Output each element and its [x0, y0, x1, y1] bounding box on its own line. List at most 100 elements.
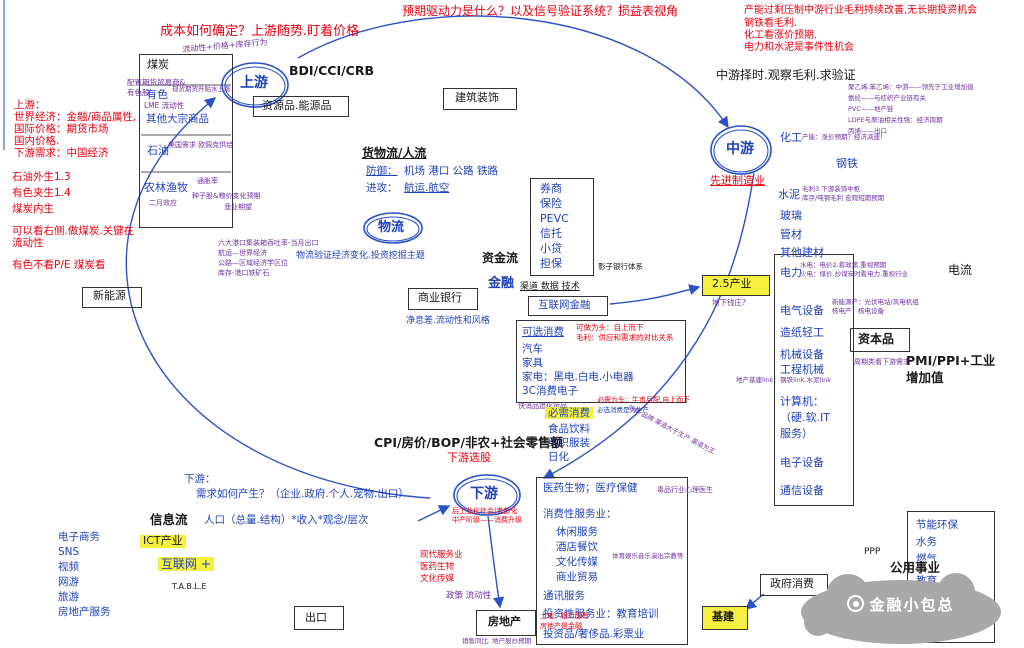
arrow-internetfinance-to-25industry — [609, 284, 701, 305]
diagram-label: 通信设备 — [780, 484, 824, 497]
diagram-label: 3C消费电子 — [522, 385, 579, 397]
real-estate-label: 房地产 — [488, 615, 521, 628]
diagram-label: 有色股 — [127, 88, 150, 97]
goods-flow-label: 货物流/人流 — [362, 146, 427, 160]
diagram-label: 玻璃 — [780, 209, 802, 222]
diagram-label: 汽车 — [522, 343, 543, 355]
diagram-label: LDPE与原油相关性强：经济周期 — [848, 116, 943, 124]
diagram-label: 担保 — [540, 257, 562, 270]
midstream-node-label: 中游 — [726, 141, 754, 157]
question-cost: 成本如何确定？上游随势.盯着价格 — [160, 24, 360, 39]
midstream-node — [710, 125, 772, 175]
diagram-label: 管材 — [780, 228, 802, 241]
diagram-label: 防御： — [366, 165, 398, 177]
capital-goods-label: 资本品 — [858, 332, 895, 346]
diagram-label: 机场 港口 公路 铁路 — [404, 165, 499, 177]
diagram-label: 种子股&粮价变化预期 — [192, 192, 261, 200]
diagram-label: 现代服务业 — [420, 550, 463, 560]
diagram-label: 政策 流动性 — [446, 591, 492, 601]
diagram-label: 家电：黑电.白电.小电器 — [522, 371, 634, 383]
midstream-node-inner — [713, 129, 769, 173]
diagram-label: 有色 — [146, 88, 168, 101]
diagram-label: 资源品.能源品 — [262, 99, 332, 112]
electricity-flow-label: 电流 — [948, 263, 973, 277]
diagram-label: 电子设备 — [780, 456, 824, 469]
diagram-label: 土地：银行国有 — [540, 612, 589, 620]
diagram-label: 电子商务 — [58, 531, 100, 543]
diagram-label: 水电：电价2.看政策.重视预期 — [800, 261, 887, 269]
diagram-label: 人口（总量.结构）*收入*观念/层次 — [204, 514, 369, 526]
diagram-label: 渔业期望 — [224, 203, 252, 211]
diagram-label: 可选消费 — [522, 326, 564, 338]
diagram-label: PPP — [864, 547, 881, 557]
diagram-label: 氨纶——与纺织产业链有关 — [848, 94, 926, 102]
diagram-label: 节能环保 — [916, 519, 958, 531]
service-industries-box — [536, 477, 688, 645]
diagram-label: 钢铁看毛利. — [744, 18, 798, 29]
diagram-label: 其他大宗商品 — [146, 113, 209, 125]
new-energy-box — [82, 287, 142, 308]
diagram-label: 机械设备 — [780, 348, 824, 361]
diagram-label: 文化传媒 — [420, 574, 455, 584]
nonbank-finance-box — [530, 178, 594, 276]
diagram-label: 上游： — [14, 99, 46, 111]
diagram-label: 产能过剩压制中游行业毛利持续改善,无长期投资机会 — [744, 5, 978, 16]
diagram-label: 必需消费 — [545, 407, 593, 420]
construction-decoration-box — [443, 88, 517, 110]
ict-industry-label: ICT产业 — [140, 534, 186, 548]
diagram-label: 商业银行 — [418, 291, 462, 304]
diagram-label: 必选消费是为生产 — [597, 406, 649, 414]
diagram-label: 房地产服务 — [58, 606, 111, 618]
infrastructure-label: 基建 — [712, 610, 734, 623]
diagram-label: 先进制造业 — [710, 174, 765, 187]
watermark-text: 金融小包总 — [869, 596, 955, 614]
diagram-label: PEVC — [540, 212, 569, 225]
capital-goods-box — [850, 328, 910, 352]
downstream-node-label: 下游 — [470, 486, 498, 502]
diagram-label: 医药生物 — [420, 562, 455, 572]
diagram-label: 电力 — [780, 266, 802, 279]
diagram-label: 火电：煤价.炒煤炭时看电力.重视行业 — [800, 270, 909, 278]
upstream-node-label: 上游 — [240, 75, 268, 91]
downstream-node-inner — [456, 478, 518, 514]
arrow-downstream-to-upstream — [125, 97, 431, 499]
commercial-bank-box — [408, 288, 478, 310]
diagram-label: 地下钱庄? — [712, 298, 746, 307]
diagram-label: 毛利3.下游装饰中枢 — [802, 185, 861, 193]
diagram-label: 食品饮料 — [548, 423, 590, 435]
diagram-label: 地产基建link：钢铁link.水泥link — [736, 376, 832, 384]
diagram-label: 后工业化社会|老龄化 — [452, 507, 518, 515]
diagram-label: T.A.B.L.E — [172, 582, 207, 591]
export-label: 出口 — [305, 611, 327, 624]
diagram-label: 下游： — [184, 473, 216, 485]
diagram-label: 二月效应 — [149, 199, 177, 207]
diagram-label: 网游 — [58, 576, 79, 588]
upstream-commodities-box — [139, 54, 233, 228]
diagram-label: 化工看涨价预期. — [744, 30, 818, 41]
government-consumption-label: 政府消费 — [770, 577, 814, 590]
diagram-label: 产能：涨价预期？经济减速！ — [802, 133, 887, 141]
diagram-label: 通讯服务 — [543, 590, 585, 602]
diagram-label: 日化 — [548, 451, 569, 463]
finance-label: 金融 — [488, 276, 515, 291]
diagram-label: 商业贸易 — [556, 571, 598, 583]
diagram-label: 有色夹生1.4 — [12, 187, 71, 199]
diagram-label: 体育娱乐音乐演出宗教等 — [612, 552, 684, 560]
diagram-label: 保险 — [540, 197, 562, 210]
resource-energy-box — [253, 96, 349, 117]
diagram-label: 库存/吨钢毛利 宏观短期预期 — [802, 194, 885, 202]
diagram-label: 毛利：供应和需求的对比关系 — [576, 333, 674, 342]
diagram-label: 水务 — [916, 536, 937, 548]
infrastructure-box — [702, 606, 748, 630]
diagram-label: 流动性 — [12, 237, 44, 249]
diagram-label: 休闲服务 — [556, 526, 598, 538]
diagram-label: 石油外生1.3 — [12, 171, 71, 183]
diagram-label: 可做为头：自上而下 — [576, 323, 644, 332]
diagram-label: 必需为头：牛市后配.自上而下 — [597, 396, 691, 404]
diagram-label: 下游选股 — [447, 451, 491, 464]
diagram-label: 国内价格. — [14, 135, 60, 147]
internet-plus-label: 互联网 + — [158, 557, 214, 572]
government-consumption-box — [760, 574, 828, 596]
